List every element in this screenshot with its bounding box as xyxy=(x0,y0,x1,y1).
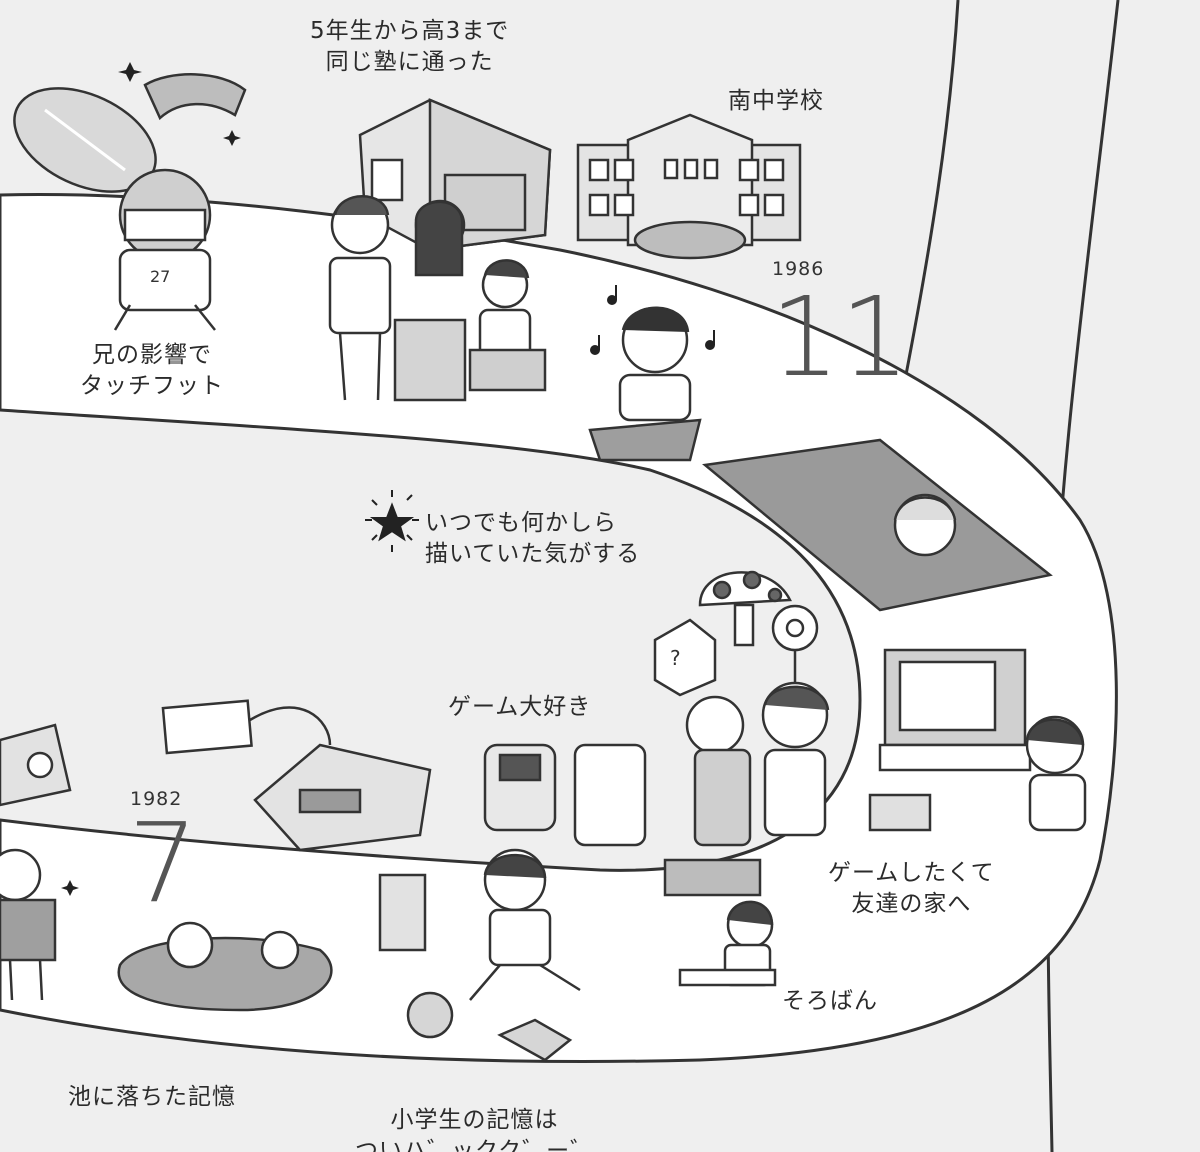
svg-text:?: ? xyxy=(670,646,681,670)
friends-house-label-line-2: 友達の家へ xyxy=(851,891,972,918)
schoolkid xyxy=(0,848,57,1001)
tv-set xyxy=(878,648,1032,772)
friends-house-label: ゲームしたくて 友達の家へ xyxy=(828,858,995,920)
football xyxy=(13,87,157,193)
abacus-kid xyxy=(663,858,777,987)
friends-house-label-line-1: ゲームしたくて xyxy=(828,860,995,886)
sleeping-kid xyxy=(702,438,1053,612)
drawing-kid xyxy=(588,306,702,462)
always-drawing-label-line-1: いつでも何かしら xyxy=(425,510,617,536)
game-characters xyxy=(483,681,830,847)
shoulder-pads xyxy=(143,73,247,121)
star-burst-icon xyxy=(365,490,419,552)
flower xyxy=(771,604,819,690)
toys xyxy=(406,991,573,1062)
svg-text:27: 27 xyxy=(150,267,170,286)
cram-school-label-line-2: 同じ塾に通った xyxy=(325,49,494,76)
elementary-memory-label-line-1: 小学生の記憶は xyxy=(390,1107,559,1133)
always-drawing-label: いつでも何かしら 描いていた気がする xyxy=(425,508,640,570)
game-console xyxy=(161,699,432,852)
middle-school-label: 南中学校 xyxy=(728,88,824,114)
pond xyxy=(117,921,333,1012)
cassette-player xyxy=(0,723,72,807)
elementary-memory-label: 小学生の記憶は ついハ゛ックク゛ー゛ xyxy=(355,1105,594,1152)
road xyxy=(0,193,1118,1064)
music-note-icon xyxy=(590,285,715,355)
football-player: 27 xyxy=(113,168,216,331)
friend-kid xyxy=(868,715,1087,832)
middle-school-building xyxy=(576,113,802,260)
year-1982: 1982 xyxy=(130,788,183,810)
age-11: 11 xyxy=(770,273,910,401)
mushroom xyxy=(698,570,792,647)
pond-label: 池に落ちた記憶 xyxy=(68,1084,236,1110)
cram-school-label: 5年生から高3まで 同じ塾に通った xyxy=(310,16,509,78)
touch-football-label-line-1: 兄の影響で xyxy=(92,342,212,368)
elementary-memory-label-line-2: ついハ゛ックク゛ー゛ xyxy=(355,1138,595,1152)
love-games-label: ゲーム大好き xyxy=(448,694,592,720)
running-kid xyxy=(378,848,581,1001)
cram-school-label-line-1: 5年生から高3まで xyxy=(310,18,510,44)
abacus-label: そろばん xyxy=(782,988,878,1014)
touch-football-label: 兄の影響で タッチフット xyxy=(80,340,224,402)
age-7: 7 xyxy=(128,799,198,927)
students xyxy=(328,195,547,402)
question-block: ? xyxy=(653,618,717,697)
always-drawing-label-line-2: 描いていた気がする xyxy=(425,541,641,568)
touch-football-label-line-2: タッチフット xyxy=(80,373,224,400)
year-1986: 1986 xyxy=(772,258,825,280)
boundary-line xyxy=(903,0,960,381)
sparkle-icon xyxy=(61,62,241,896)
